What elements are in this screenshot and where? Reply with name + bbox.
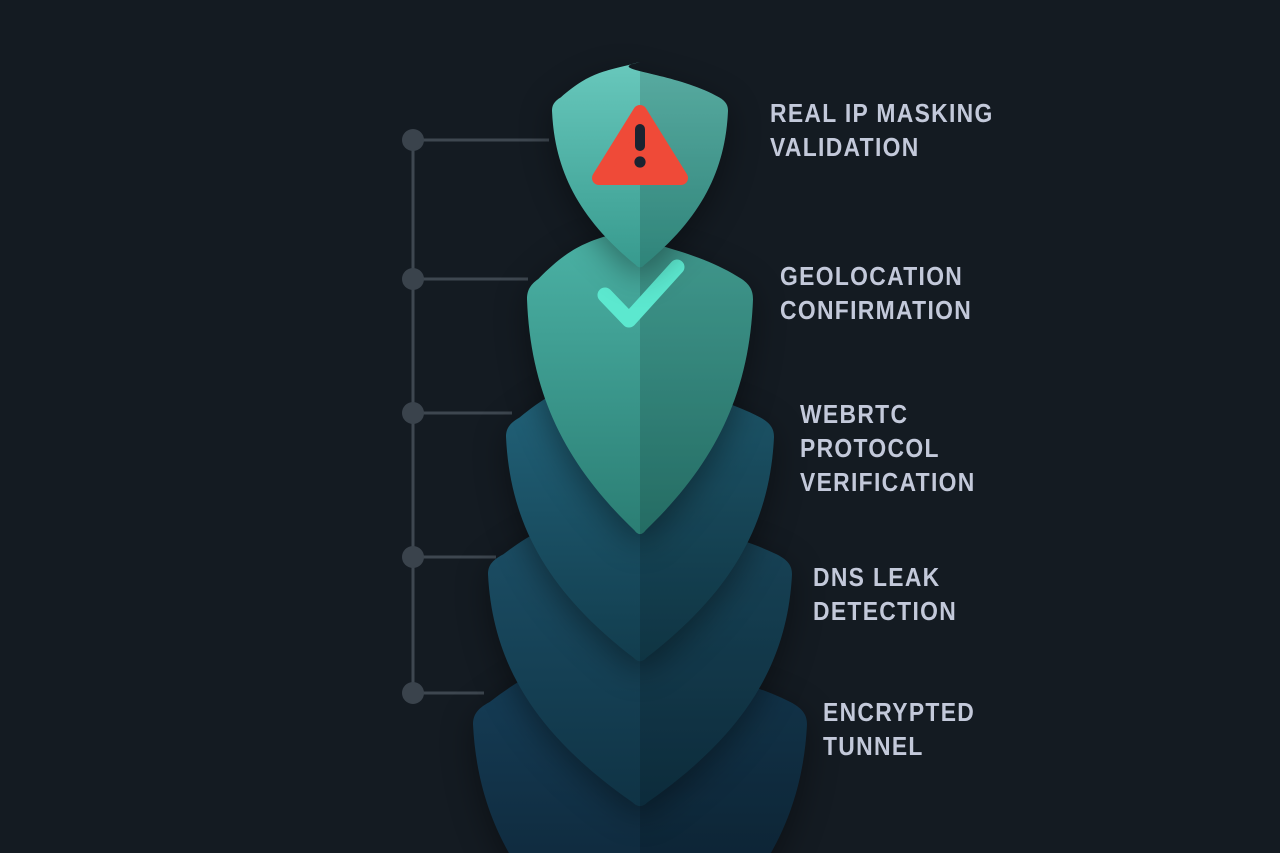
- shield-crease-shade: [640, 62, 728, 268]
- connector-layer: [402, 129, 549, 704]
- connector-dot: [402, 129, 424, 151]
- shield-crease-shade: [640, 226, 753, 535]
- shield-real-ip-masking-validation: [552, 62, 728, 268]
- shield-shape: [527, 226, 753, 535]
- connector-dot: [402, 546, 424, 568]
- connector-dot: [402, 402, 424, 424]
- warning-exclamation-bar: [635, 124, 645, 151]
- connector-dot: [402, 682, 424, 704]
- check-icon: [597, 259, 685, 328]
- connector-dot: [402, 268, 424, 290]
- warning-exclamation-dot: [634, 156, 646, 168]
- shield-geolocation-confirmation: [527, 226, 753, 535]
